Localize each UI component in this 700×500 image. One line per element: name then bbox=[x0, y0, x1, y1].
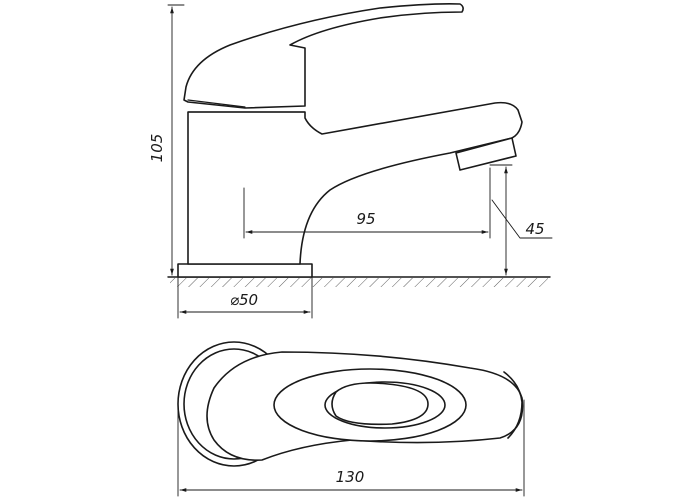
handle-middle-oval bbox=[324, 381, 446, 429]
faucet-base-plate bbox=[177, 263, 313, 278]
handle-grip-outline bbox=[331, 382, 429, 426]
dim-label-length: 130 bbox=[336, 468, 365, 486]
dim-label-height: 105 bbox=[148, 134, 166, 163]
handle-cap-line bbox=[187, 99, 246, 108]
mounting-surface-hatching bbox=[170, 278, 548, 287]
side-view-dimensions bbox=[167, 4, 553, 319]
faucet-body-and-spout bbox=[187, 101, 523, 265]
dim-spout-height-leader bbox=[491, 199, 553, 239]
dim-label-diameter: ⌀50 bbox=[230, 291, 258, 309]
aerator bbox=[455, 137, 517, 171]
dim-label-reach: 95 bbox=[356, 210, 375, 228]
side-view bbox=[167, 3, 551, 287]
top-view bbox=[177, 341, 524, 467]
handle-lever bbox=[183, 3, 464, 109]
spout-tip-outline bbox=[503, 371, 523, 439]
top-view-dimensions bbox=[177, 399, 525, 497]
dim-label-spout-height: 45 bbox=[525, 220, 544, 238]
